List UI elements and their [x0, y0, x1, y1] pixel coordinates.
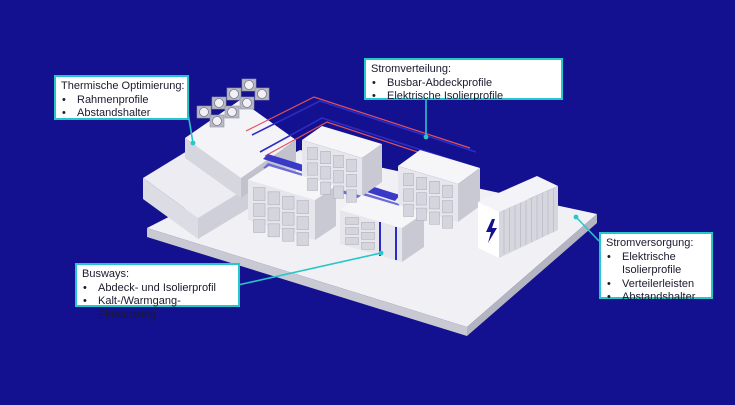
- callout-list: Busbar-Abdeckprofile Elektrische Isolier…: [371, 77, 555, 104]
- rack-panel: [267, 191, 280, 206]
- rack-panel: [345, 227, 359, 235]
- cooling-fan-icon: [239, 96, 255, 110]
- rack-panel: [282, 195, 295, 210]
- callout-power-distribution: Stromverteilung: Busbar-Abdeckprofile El…: [364, 58, 563, 103]
- callout-item: Abstandshalter: [61, 107, 181, 121]
- rack-panel: [346, 189, 357, 203]
- rack-panel: [361, 242, 375, 250]
- rack-panel: [346, 174, 357, 188]
- rack-panel: [320, 181, 331, 195]
- callout-item: Verteilerleisten: [606, 278, 705, 292]
- lightning-bolt-icon: [486, 219, 497, 243]
- rack-panel: [361, 232, 375, 240]
- rack-panel: [403, 188, 414, 202]
- container-ribs: [503, 188, 554, 254]
- rack-panel: [296, 232, 309, 246]
- rack-panel: [307, 162, 318, 176]
- rack-panel: [296, 200, 309, 214]
- rack-panel: [333, 185, 344, 199]
- leader-lines: [187, 99, 600, 286]
- rack-panel: [320, 151, 331, 164]
- rack-panel: [253, 219, 266, 233]
- cooling-fan-array: [196, 78, 270, 128]
- cooling-fan-icon: [241, 78, 257, 92]
- callout-list: Elektrische Isolierprofile Verteilerleis…: [606, 251, 705, 305]
- rack-panel: [416, 207, 427, 221]
- rack-panel: [442, 200, 453, 214]
- rack-panel: [307, 177, 318, 191]
- cooling-fan-icon: [211, 96, 227, 110]
- callout-thermal-optimization: Thermische Optimierung: Rahmenprofile Ab…: [54, 75, 189, 120]
- rack-panel: [296, 216, 309, 230]
- callout-title: Stromverteilung:: [371, 63, 452, 75]
- rack-panel: [345, 237, 359, 245]
- callout-item: Elektrische Isolierprofile: [606, 251, 705, 278]
- callout-item: Abstandshalter: [606, 291, 705, 305]
- callout-item: Elektrische Isolierprofile: [371, 90, 555, 104]
- power-supply-container: [478, 176, 558, 258]
- rack-panel: [403, 173, 414, 187]
- cooling-fan-icon: [226, 87, 242, 101]
- callout-title: Busways:: [82, 268, 130, 280]
- callout-item: Kalt-/Warmgang-Einhausung: [82, 295, 232, 322]
- rack-panel: [333, 170, 344, 184]
- callout-title: Thermische Optimierung:: [61, 80, 185, 92]
- callout-list: Abdeck- und Isolierprofil Kalt-/Warmgang…: [82, 282, 232, 323]
- rack-panel: [267, 207, 280, 222]
- rack-panel: [282, 227, 295, 242]
- rack-panel: [333, 155, 344, 168]
- rack-panel: [416, 192, 427, 206]
- cooling-fan-icon: [254, 87, 270, 101]
- rack-panel: [442, 184, 453, 198]
- rack-panel: [307, 147, 318, 161]
- callout-item: Rahmenprofile: [61, 94, 181, 108]
- rack-panel: [416, 177, 427, 190]
- server-rack-grids: [253, 147, 453, 250]
- rack-panel: [282, 211, 295, 226]
- callout-power-supply: Stromversorgung: Elektrische Isolierprof…: [599, 232, 713, 304]
- cooling-fan-icon: [224, 105, 240, 119]
- rack-panel: [267, 223, 280, 238]
- cooling-fan-icon: [196, 105, 212, 119]
- rack-panel: [361, 222, 375, 230]
- rack-panel: [253, 203, 266, 217]
- rack-panel: [429, 196, 440, 210]
- callout-busways: Busways: Abdeck- und Isolierprofil Kalt-…: [75, 263, 240, 321]
- rack-panel: [429, 181, 440, 194]
- callout-item: Abdeck- und Isolierprofil: [82, 282, 232, 296]
- rack-panel: [320, 166, 331, 180]
- callout-item: Busbar-Abdeckprofile: [371, 77, 555, 91]
- rack-panel: [442, 215, 453, 229]
- callout-list: Rahmenprofile Abstandshalter: [61, 94, 181, 121]
- rack-panel: [346, 158, 357, 172]
- callout-title: Stromversorgung:: [606, 237, 694, 249]
- rack-panel: [253, 187, 266, 201]
- rack-panel: [403, 203, 414, 217]
- rack-panel: [429, 211, 440, 225]
- cooling-fan-icon: [209, 114, 225, 128]
- leader-dots: [190, 134, 579, 256]
- rack-panel: [345, 217, 359, 225]
